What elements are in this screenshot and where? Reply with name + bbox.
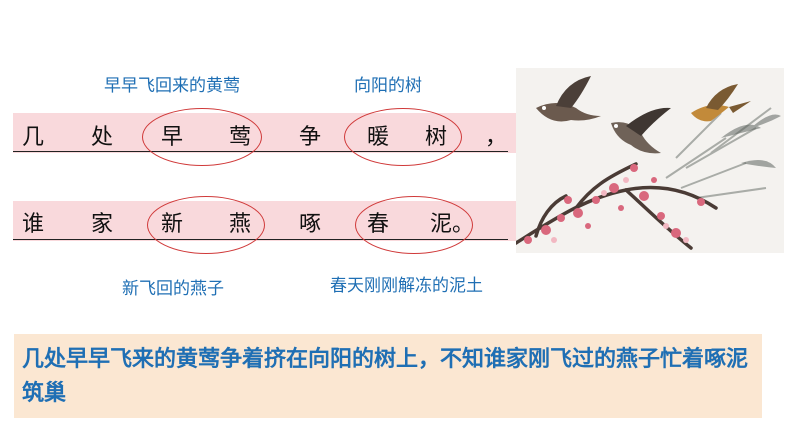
circle-warm-tree — [344, 108, 462, 166]
annotation-new-swallow: 新飞回的燕子 — [122, 279, 224, 299]
annotation-spring-mud: 春天刚刚解冻的泥土 — [330, 276, 483, 296]
poem-char: 几 — [21, 125, 44, 150]
annotation-sunny-tree: 向阳的树 — [354, 76, 422, 96]
poem-char: ， — [484, 125, 507, 150]
circle-early-oriole — [142, 108, 262, 166]
circle-spring-mud — [355, 196, 473, 254]
underline-rule — [13, 239, 508, 240]
underline-rule — [13, 151, 508, 152]
poem-char: 家 — [90, 212, 113, 237]
poem-char: 处 — [90, 125, 113, 150]
poem-char: 争 — [298, 125, 321, 150]
circle-new-swallow — [147, 196, 265, 254]
translation-text: 几处早早飞来的黄莺争着挤在向阳的树上，不知谁家刚飞过的燕子忙着啄泥筑巢 — [22, 346, 749, 406]
translation-panel: 几处早早飞来的黄莺争着挤在向阳的树上，不知谁家刚飞过的燕子忙着啄泥筑巢 — [14, 334, 762, 418]
annotation-early-oriole: 早早飞回来的黄莺 — [104, 76, 240, 96]
poem-char: 啄 — [298, 212, 321, 237]
birds-on-plum-blossom-painting — [516, 68, 784, 253]
poem-char: 谁 — [21, 212, 44, 237]
